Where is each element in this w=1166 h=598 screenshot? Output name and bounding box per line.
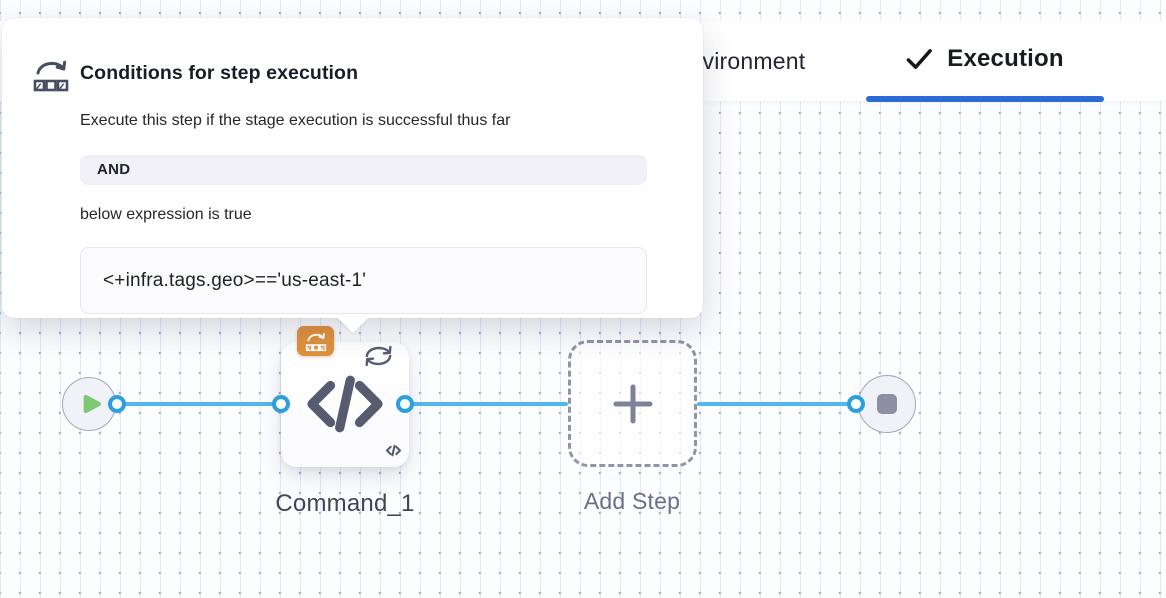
loop-icon	[365, 345, 392, 367]
port-end-in	[847, 395, 865, 413]
port-command-in	[272, 395, 290, 413]
code-small-icon	[385, 444, 402, 457]
add-step-label: Add Step	[583, 488, 681, 514]
popover-caret	[338, 318, 368, 333]
step-label-command: Command_1	[275, 490, 415, 517]
edge-command-to-addstep	[405, 402, 568, 406]
edge-addstep-to-end	[697, 402, 856, 406]
conditional-execution-badge[interactable]	[297, 326, 334, 356]
end-node	[858, 375, 916, 433]
condition-intro-text: below expression is true	[80, 206, 252, 223]
stop-icon	[877, 394, 897, 414]
port-command-out	[396, 395, 414, 413]
active-tab-indicator	[866, 96, 1104, 102]
popover-title: Conditions for step execution	[80, 62, 359, 84]
operator-badge: AND	[80, 155, 647, 185]
tab-execution[interactable]: Execution	[866, 21, 1104, 96]
play-icon	[83, 394, 101, 414]
port-start-out	[108, 395, 126, 413]
add-step-button[interactable]	[568, 340, 697, 467]
edge-start-to-command	[117, 402, 281, 406]
tab-execution-label: Execution	[947, 44, 1064, 72]
plus-icon	[613, 384, 652, 423]
conditional-execution-popover: Conditions for step execution Execute th…	[2, 18, 703, 333]
check-icon	[906, 48, 933, 69]
expression-box: <+infra.tags.geo>=='us-east-1'	[80, 247, 647, 314]
conditional-execution-icon	[305, 332, 326, 351]
popover-description: Execute this step if the stage execution…	[80, 112, 511, 129]
code-icon	[307, 375, 383, 433]
start-node	[62, 377, 116, 431]
conditional-execution-icon	[33, 60, 69, 92]
